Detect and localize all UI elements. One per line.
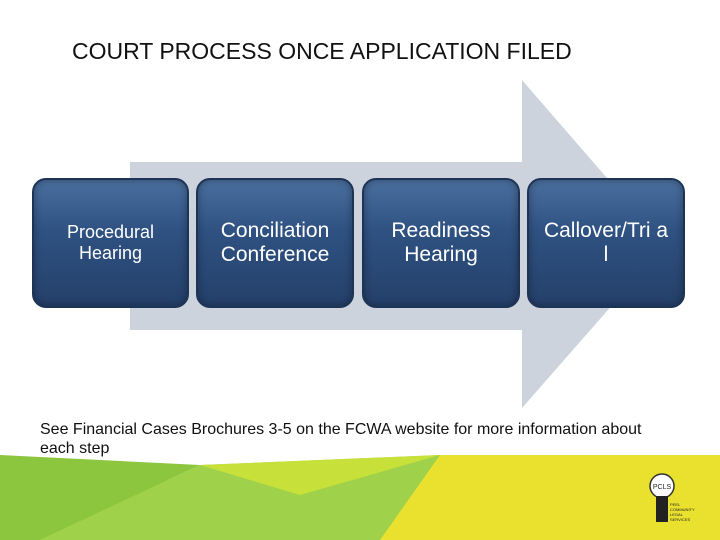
svg-text:COMMUNITY: COMMUNITY <box>670 507 695 512</box>
step-readiness-hearing: Readiness Hearing <box>362 178 520 308</box>
step-callover-trial: Callover/Tri al <box>527 178 685 308</box>
slide-title: COURT PROCESS ONCE APPLICATION FILED <box>72 38 572 64</box>
step-label: Conciliation Conference <box>220 218 330 266</box>
step-conciliation-conference: Conciliation Conference <box>196 178 354 308</box>
footnote: See Financial Cases Brochures 3-5 on the… <box>40 421 642 458</box>
pcls-logo: PCLS PEEL COMMUNITY LEGAL SERVICES <box>649 473 695 522</box>
svg-text:LEGAL: LEGAL <box>670 512 684 517</box>
decorative-bands <box>0 455 720 540</box>
step-label: Callover/Tri al <box>543 218 669 266</box>
step-label: Procedural Hearing <box>66 222 155 263</box>
svg-text:SERVICES: SERVICES <box>670 517 690 522</box>
step-label: Readiness Hearing <box>391 218 491 266</box>
logo-abbr: PCLS <box>653 484 672 491</box>
step-procedural-hearing: Procedural Hearing <box>32 178 189 308</box>
svg-text:PEEL: PEEL <box>670 502 681 507</box>
